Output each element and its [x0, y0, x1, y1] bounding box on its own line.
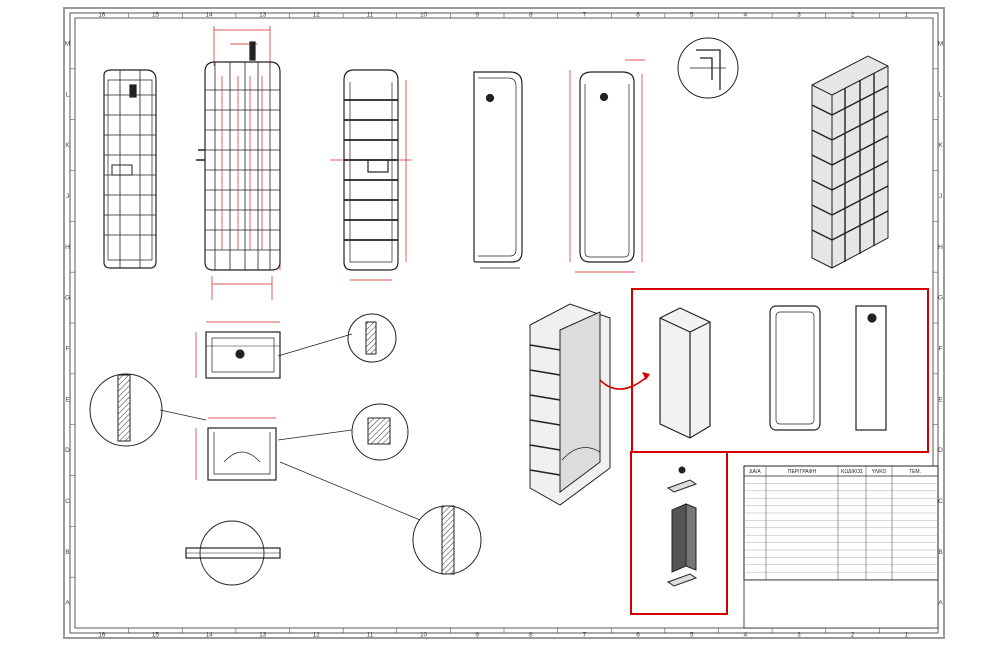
zone-column-label: 10 — [420, 632, 428, 639]
zone-column-label: 7 — [583, 12, 587, 19]
zone-column-label: 4 — [744, 632, 748, 639]
zone-row-label: E — [938, 396, 943, 403]
zone-row-label: E — [65, 396, 70, 403]
zone-row-label: D — [938, 447, 943, 454]
zone-row-label: B — [938, 549, 942, 556]
zone-row-label: M — [65, 40, 70, 47]
zone-row-label: A — [65, 600, 70, 607]
zone-row-label: C — [65, 498, 70, 505]
detail-circle-bottom — [412, 505, 482, 575]
zone-column-label: 4 — [744, 12, 748, 19]
zone-row-label: J — [939, 193, 942, 200]
view-tank-side — [473, 71, 523, 269]
zone-column-label: 2 — [851, 632, 855, 639]
view-side-ribs — [103, 69, 157, 269]
zone-column-label: 3 — [797, 12, 801, 19]
zone-column-label: 6 — [636, 632, 640, 639]
zone-column-label: 11 — [367, 12, 374, 19]
bom-header-cell: ΔΑ/Α — [749, 469, 761, 475]
zone-column-label: 15 — [152, 632, 160, 639]
zone-column-label: 5 — [690, 12, 694, 19]
detail-circle-mid-2 — [351, 403, 409, 461]
bom-header-cell: ΥΛΙΚΟ — [872, 469, 887, 475]
zone-column-label: 14 — [205, 632, 213, 639]
zone-column-label: 16 — [98, 632, 106, 639]
zone-column-label: 15 — [152, 12, 160, 19]
zone-column-label: 1 — [904, 632, 908, 639]
zone-column-label: 8 — [529, 632, 533, 639]
zone-row-label: K — [938, 142, 943, 149]
bom-header-row: ΔΑ/Α ΠΕΡΙΓΡΑΦΗ ΚΩΔΙΚΟΣ ΥΛΙΚΟ ΤΕΜ. — [749, 469, 921, 475]
zone-column-label: 6 — [636, 12, 640, 19]
iso-assembly-top — [811, 55, 889, 269]
bom-header-cell: ΠΕΡΙΓΡΑΦΗ — [788, 469, 817, 475]
zone-column-label: 1 — [904, 12, 908, 19]
bom-header-cell: ΤΕΜ. — [909, 469, 921, 475]
zone-column-label: 14 — [205, 12, 213, 19]
highlight-frame-sheet-parts — [599, 288, 929, 453]
bom-grid — [744, 466, 938, 580]
view-front-frame — [196, 26, 281, 300]
zone-column-label: 12 — [313, 12, 321, 19]
leader-lines — [159, 333, 421, 521]
zone-row-label: L — [939, 91, 943, 98]
zone-row-label: A — [938, 600, 943, 607]
zone-labels-left: M L K J H G F E D C B A — [65, 40, 75, 607]
zone-column-label: 3 — [797, 632, 801, 639]
zone-row-label: H — [938, 244, 943, 251]
detail-circle-mid-1 — [347, 313, 397, 363]
zone-row-label: F — [939, 345, 943, 352]
zone-row-label: C — [938, 498, 943, 505]
view-tank-front — [569, 59, 645, 273]
bom-header-cell: ΚΩΔΙΚΟΣ — [841, 469, 863, 475]
zone-column-label: 5 — [690, 632, 694, 639]
detail-circle-mid-left — [89, 373, 163, 447]
zone-row-label: L — [66, 91, 70, 98]
view-end-small — [195, 417, 277, 481]
zone-labels-bottom: 16 15 14 13 12 11 10 9 8 7 6 5 4 3 2 1 — [98, 628, 908, 639]
zone-column-label: 10 — [420, 12, 428, 19]
zone-row-label: G — [65, 295, 70, 302]
title-block — [743, 579, 939, 629]
zone-row-label: K — [65, 142, 70, 149]
zone-row-label: F — [66, 345, 70, 352]
highlight-frame-exploded — [630, 451, 728, 615]
zone-column-label: 2 — [851, 12, 855, 19]
view-bottom-small — [185, 520, 281, 586]
zone-row-label: M — [938, 40, 943, 47]
zone-labels-top: 16 15 14 13 12 11 10 9 8 7 6 5 4 3 2 1 — [98, 12, 908, 19]
zone-row-label: D — [65, 447, 70, 454]
zone-row-label: G — [938, 295, 943, 302]
zone-column-label: 9 — [475, 632, 479, 639]
iso-tank-center — [529, 303, 611, 506]
detail-circle-top — [677, 37, 739, 99]
zone-column-label: 11 — [367, 632, 374, 639]
zone-column-label: 16 — [98, 12, 106, 19]
zone-column-label: 13 — [259, 12, 267, 19]
view-top-small — [195, 321, 281, 379]
zone-row-label: H — [65, 244, 70, 251]
zone-row-label: B — [65, 549, 69, 556]
zone-row-label: J — [66, 193, 69, 200]
zone-column-label: 7 — [583, 632, 587, 639]
zone-column-label: 8 — [529, 12, 533, 19]
view-section-ribs — [330, 69, 412, 281]
bom-table: ΔΑ/Α ΠΕΡΙΓΡΑΦΗ ΚΩΔΙΚΟΣ ΥΛΙΚΟ ΤΕΜ. — [743, 465, 939, 581]
zone-column-label: 12 — [313, 632, 321, 639]
zone-column-label: 9 — [475, 12, 479, 19]
zone-column-label: 13 — [259, 632, 267, 639]
